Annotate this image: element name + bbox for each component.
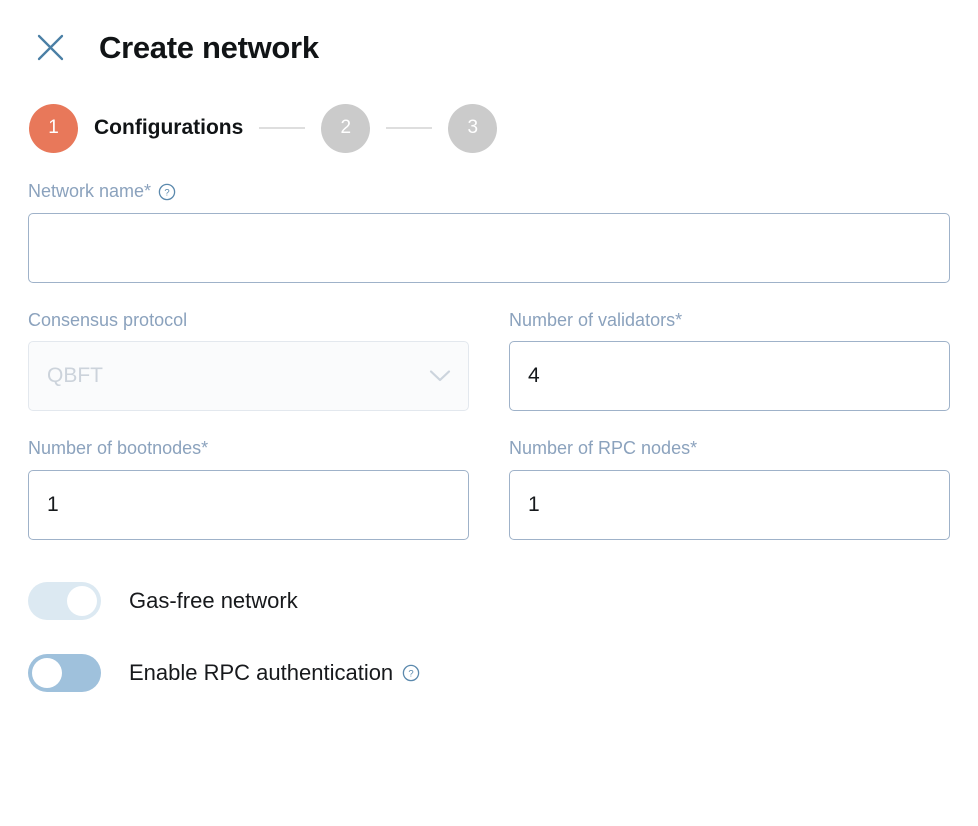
number-of-rpc-nodes-input[interactable] bbox=[509, 469, 950, 540]
gas-free-network-label-text: Gas-free network bbox=[129, 587, 298, 613]
stepper-connector-2 bbox=[386, 127, 433, 129]
network-name-label: Network name* ? bbox=[28, 181, 950, 203]
enable-rpc-authentication-label: Enable RPC authentication ? bbox=[129, 660, 420, 686]
field-number-of-rpc-nodes: Number of RPC nodes* bbox=[509, 438, 950, 540]
svg-text:?: ? bbox=[409, 668, 414, 679]
stepper-step-2[interactable]: 2 bbox=[321, 103, 371, 153]
field-network-name: Network name* ? bbox=[28, 181, 950, 283]
toggle-row-gas-free-network: Gas-free network bbox=[28, 574, 950, 628]
stepper-step-1[interactable]: 1 Configurations bbox=[29, 103, 244, 153]
field-number-of-validators: Number of validators* bbox=[509, 310, 950, 412]
step-2-number: 2 bbox=[321, 103, 371, 153]
step-3-number: 3 bbox=[448, 103, 498, 153]
number-of-bootnodes-label: Number of bootnodes* bbox=[28, 438, 209, 459]
toggle-row-enable-rpc-authentication: Enable RPC authentication ? bbox=[28, 646, 950, 700]
number-of-validators-input[interactable] bbox=[509, 341, 950, 412]
step-1-number: 1 bbox=[29, 103, 78, 153]
svg-text:?: ? bbox=[164, 187, 169, 198]
help-circle-icon[interactable]: ? bbox=[158, 183, 176, 201]
page-title: Create network bbox=[99, 29, 319, 65]
toggle-knob bbox=[67, 585, 97, 616]
enable-rpc-authentication-toggle[interactable] bbox=[28, 653, 101, 692]
toggle-knob bbox=[32, 657, 62, 688]
form-row-2: Number of bootnodes* Number of RPC nodes… bbox=[28, 438, 950, 540]
close-icon[interactable] bbox=[28, 25, 72, 69]
consensus-protocol-select-wrap: QBFT bbox=[28, 341, 469, 412]
help-circle-icon[interactable]: ? bbox=[402, 664, 420, 682]
step-1-label: Configurations bbox=[94, 116, 244, 139]
consensus-protocol-label: Consensus protocol bbox=[28, 309, 188, 330]
network-name-label-text: Network name* bbox=[28, 181, 152, 201]
gas-free-network-label: Gas-free network bbox=[129, 588, 298, 614]
consensus-protocol-select: QBFT bbox=[28, 341, 469, 412]
enable-rpc-authentication-label-text: Enable RPC authentication bbox=[129, 659, 394, 685]
number-of-validators-label: Number of validators* bbox=[509, 309, 683, 330]
stepper: 1 Configurations 2 3 bbox=[0, 103, 978, 153]
number-of-rpc-nodes-label: Number of RPC nodes* bbox=[509, 438, 698, 459]
network-name-input[interactable] bbox=[28, 212, 950, 283]
toggles-section: Gas-free network Enable RPC authenticati… bbox=[28, 574, 950, 700]
form-row-1: Consensus protocol QBFT Number of valida… bbox=[28, 310, 950, 412]
field-number-of-bootnodes: Number of bootnodes* bbox=[28, 438, 469, 540]
stepper-step-3[interactable]: 3 bbox=[448, 103, 498, 153]
dialog-header: Create network bbox=[0, 0, 978, 72]
field-consensus-protocol: Consensus protocol QBFT bbox=[28, 310, 469, 412]
number-of-bootnodes-input[interactable] bbox=[28, 469, 469, 540]
gas-free-network-toggle[interactable] bbox=[28, 581, 101, 620]
stepper-connector-1 bbox=[259, 127, 306, 129]
configurations-form: Network name* ? Consensus protocol QBFT bbox=[0, 181, 978, 700]
